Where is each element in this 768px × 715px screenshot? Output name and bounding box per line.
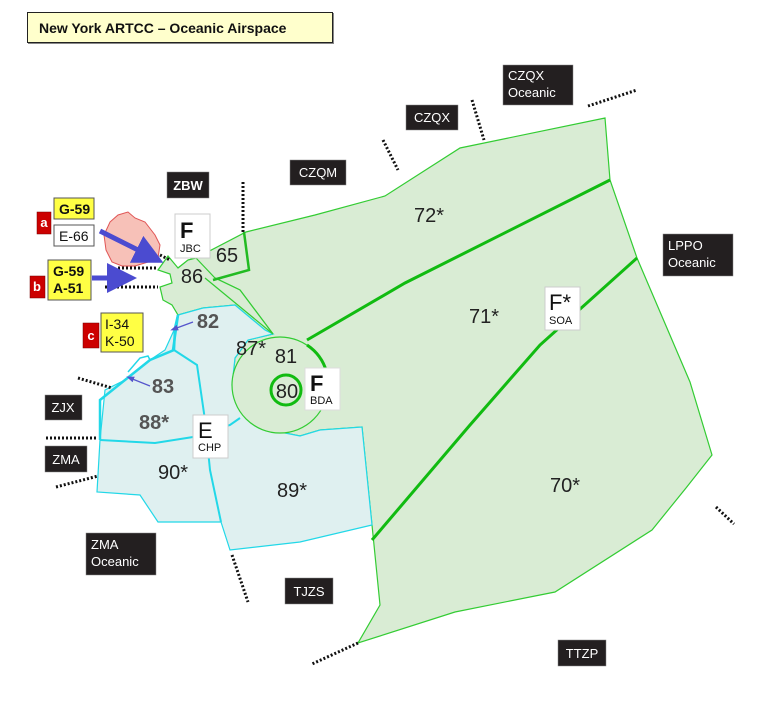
sector-83-label: 83 (152, 376, 174, 398)
pointer-arrow-82 (170, 321, 194, 331)
svg-text:F: F (180, 218, 193, 243)
svg-text:ZMA: ZMA (91, 537, 119, 552)
fir-label-tjzs: TJZS (284, 577, 334, 605)
svg-text:A-51: A-51 (53, 280, 84, 296)
svg-text:Oceanic: Oceanic (91, 554, 139, 569)
svg-text:ZBW: ZBW (173, 178, 203, 193)
svg-text:BDA: BDA (310, 395, 333, 407)
fir-label-czqx-oceanic: CZQX Oceanic (502, 64, 574, 106)
svg-text:G-59: G-59 (59, 201, 90, 217)
svg-text:b: b (33, 279, 41, 294)
svg-text:ZMA: ZMA (52, 452, 80, 467)
sector-90-label: 90* (158, 462, 188, 484)
svg-text:SOA: SOA (549, 315, 573, 327)
svg-text:Oceanic: Oceanic (508, 85, 556, 100)
fir-boundary-dots (46, 88, 736, 666)
boundary-71-70 (370, 256, 639, 541)
svg-text:CZQX: CZQX (508, 68, 544, 83)
area-code-jbc: F JBC (174, 213, 211, 259)
svg-text:c: c (87, 328, 94, 343)
route-group-a: a G-59 E-66 (36, 197, 95, 247)
sector-70-label: 70* (550, 475, 580, 497)
sector-86-label: 86 (181, 266, 203, 288)
svg-text:CHP: CHP (198, 442, 221, 454)
fir-label-zma-oceanic: ZMA Oceanic (85, 532, 157, 576)
sector-88-label: 88* (139, 412, 169, 434)
boundary-65 (212, 231, 251, 282)
fir-label-zbw: ZBW (166, 171, 210, 199)
sector-87-label: 87* (236, 338, 266, 360)
fir-label-czqx: CZQX (405, 104, 459, 131)
route-group-b: b G-59 A-51 (29, 259, 92, 301)
sector-cyan-region (96, 304, 373, 551)
sector-80-label: 80 (276, 381, 298, 403)
fir-label-zjx: ZJX (44, 394, 83, 421)
route-arrow-a (98, 228, 164, 263)
pointer-arrow-83 (126, 376, 151, 387)
boundary-72-71 (306, 178, 611, 342)
sector-65-label: 65 (216, 245, 238, 267)
sector-89-label: 89* (277, 480, 307, 502)
svg-text:G-59: G-59 (53, 263, 84, 279)
fir-label-ttzp: TTZP (557, 639, 607, 667)
sector-81-label: 81 (275, 346, 297, 368)
route-group-c: c I-34 K-50 (82, 312, 144, 353)
svg-text:CZQX: CZQX (414, 110, 450, 125)
sector-82-label: 82 (197, 311, 219, 333)
svg-text:TTZP: TTZP (566, 646, 599, 661)
map-title: New York ARTCC – Oceanic Airspace (27, 12, 333, 43)
svg-text:F*: F* (549, 290, 571, 315)
area-code-bda: F BDA (304, 367, 341, 411)
svg-text:JBC: JBC (180, 243, 201, 255)
svg-text:TJZS: TJZS (293, 584, 324, 599)
svg-text:LPPO: LPPO (668, 238, 703, 253)
fir-label-zma: ZMA (44, 445, 88, 473)
svg-text:E-66: E-66 (59, 228, 89, 244)
svg-text:CZQM: CZQM (299, 165, 337, 180)
sector-72-label: 72* (414, 205, 444, 227)
sector-80-circle (269, 373, 303, 407)
area-code-soa: F* SOA (544, 286, 581, 331)
svg-text:E: E (198, 418, 213, 443)
svg-text:F: F (310, 371, 323, 396)
svg-text:I-34: I-34 (105, 316, 129, 332)
boundary-65-86-diag (204, 277, 274, 335)
svg-text:ZJX: ZJX (51, 400, 74, 415)
fir-label-czqm: CZQM (289, 159, 347, 186)
svg-text:a: a (40, 215, 48, 230)
area-code-chp: E CHP (192, 414, 229, 459)
fir-label-lppo-oceanic: LPPO Oceanic (662, 233, 734, 277)
svg-text:Oceanic: Oceanic (668, 255, 716, 270)
svg-text:K-50: K-50 (105, 333, 135, 349)
sector-71-label: 71* (469, 306, 499, 328)
